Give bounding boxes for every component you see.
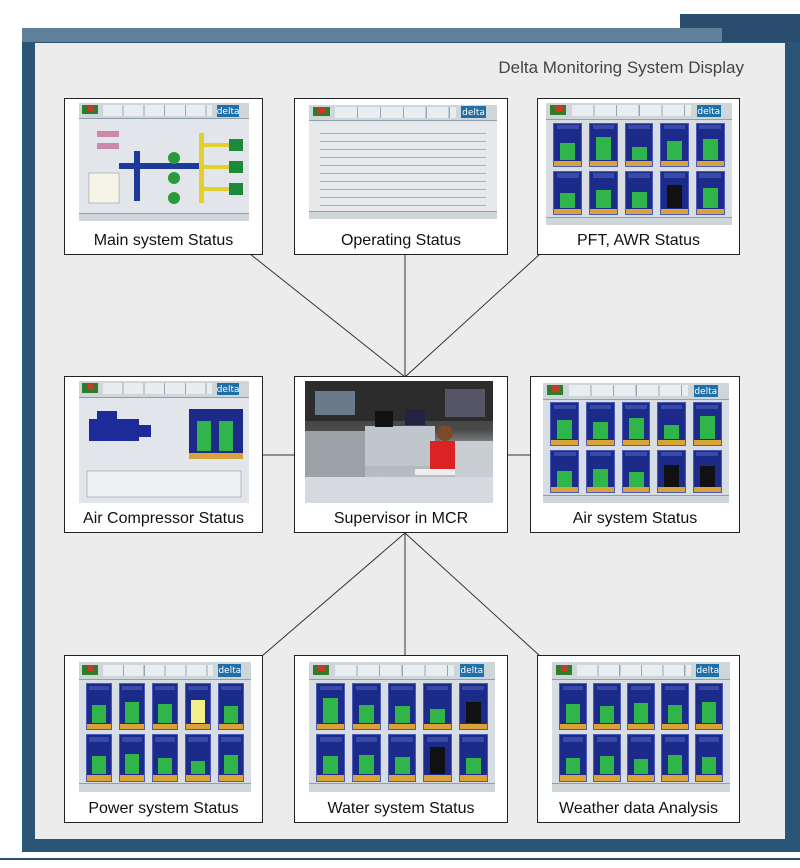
- diagram-title: Delta Monitoring System Display: [498, 58, 744, 77]
- bottom-rule: [0, 858, 800, 860]
- delta-logo: delta: [459, 663, 484, 678]
- node-label: Air system Status: [572, 510, 698, 527]
- screen-header: delta: [79, 381, 249, 398]
- piping-diagram: [88, 131, 243, 204]
- screen-header: delta: [543, 383, 729, 400]
- control-room-scene: [305, 381, 493, 503]
- node-supervisor-mcr: Supervisor in MCR: [294, 376, 508, 533]
- weather-screenshot: delta: [552, 662, 730, 792]
- gauge-grid: [85, 682, 245, 782]
- screen-footer: [79, 783, 251, 792]
- node-label: Weather data Analysis: [559, 800, 718, 817]
- delta-logo: delta: [696, 663, 720, 678]
- delta-logo: delta: [216, 104, 240, 117]
- screen-footer: [309, 783, 495, 792]
- node-main-system: delta Main system Status: [64, 98, 263, 255]
- operating-screenshot: delta: [309, 105, 497, 219]
- screen-footer: [79, 212, 249, 221]
- gauge-grid: [316, 682, 488, 782]
- center-label: Supervisor in MCR: [333, 510, 469, 527]
- connector-weather: [404, 532, 541, 657]
- node-label: Operating Status: [340, 232, 462, 249]
- node-operating: delta Operating Status: [294, 98, 508, 255]
- screen-header: delta: [79, 662, 251, 680]
- screen-footer: [552, 783, 730, 792]
- node-label: Main system Status: [93, 232, 234, 249]
- delta-logo: delta: [696, 104, 721, 118]
- water-system-screenshot: delta: [309, 662, 495, 792]
- node-pft-awr: delta PFT, AWR Status: [537, 98, 740, 255]
- screen-header: delta: [309, 662, 495, 680]
- node-power-system: delta Power system Status: [64, 655, 263, 823]
- screen-footer: [546, 216, 732, 225]
- node-air-system: delta Air system Status: [530, 376, 740, 533]
- screen-header: delta: [552, 662, 730, 680]
- connector-main-system: [249, 253, 406, 378]
- screen-header: delta: [79, 103, 249, 120]
- status-table: [320, 125, 486, 208]
- header-accent-bar: [22, 28, 722, 42]
- gauge-grid: [559, 682, 723, 782]
- air-compressor-screenshot: delta: [79, 381, 249, 503]
- delta-logo: delta: [216, 382, 240, 396]
- control-room-photo: [305, 381, 493, 503]
- connector-pft-awr: [404, 253, 541, 378]
- node-air-compressor: delta Air Compressor Status: [64, 376, 263, 533]
- screen-footer: [309, 211, 497, 219]
- node-label: Air Compressor Status: [83, 510, 244, 527]
- node-water-system: delta Water system Status: [294, 655, 508, 823]
- delta-logo: delta: [461, 106, 486, 119]
- main-system-screenshot: delta: [79, 103, 249, 221]
- delta-logo: delta: [693, 384, 718, 398]
- screen-footer: [543, 494, 729, 503]
- screen-header: delta: [546, 103, 732, 120]
- air-system-screenshot: delta: [543, 383, 729, 503]
- node-label: PFT, AWR Status: [577, 232, 700, 249]
- power-system-screenshot: delta: [79, 662, 251, 792]
- delta-logo: delta: [218, 663, 242, 678]
- connector-power-system: [261, 532, 406, 657]
- compressor-diagram: [86, 409, 243, 498]
- node-weather: delta Weather data Analysis: [537, 655, 740, 823]
- node-label: Power system Status: [88, 800, 239, 817]
- gauge-grid: [553, 122, 725, 216]
- node-label: Water system Status: [327, 800, 475, 817]
- gauge-grid: [550, 402, 722, 494]
- pft-awr-screenshot: delta: [546, 103, 732, 225]
- screen-header: delta: [309, 105, 497, 121]
